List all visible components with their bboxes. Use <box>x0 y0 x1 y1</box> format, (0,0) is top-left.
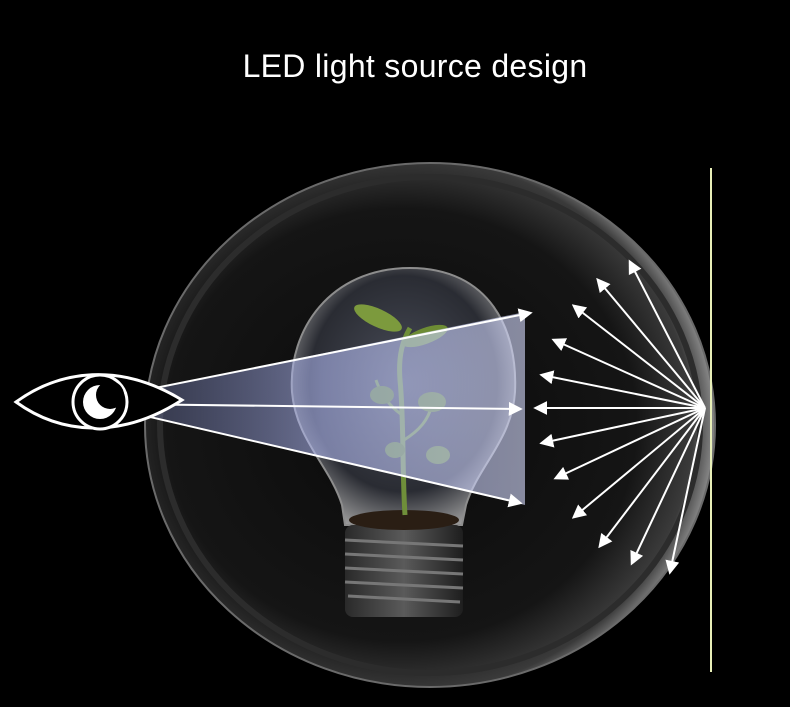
ray-arrow <box>630 407 706 566</box>
ray-arrow <box>665 407 706 575</box>
diagram-title: LED light source design <box>242 48 588 84</box>
ray-arrow <box>553 407 706 480</box>
ray-arrow <box>571 407 706 519</box>
ray-arrow <box>571 304 706 409</box>
reflection-arrows <box>533 259 706 575</box>
ray-arrow <box>551 338 706 409</box>
eye-icon <box>13 373 185 431</box>
ray-arrow <box>598 407 706 549</box>
bulb-base <box>344 510 464 617</box>
moon-icon <box>83 381 124 419</box>
beam-bottom-arrow <box>119 409 523 508</box>
beam-top-arrow <box>119 308 533 396</box>
ray-arrow <box>539 370 706 409</box>
ray-arrow <box>628 259 706 409</box>
ray-arrow <box>539 407 706 448</box>
sight-beam <box>119 308 533 508</box>
ray-arrow <box>596 277 706 409</box>
beam-middle-arrow <box>119 401 523 416</box>
